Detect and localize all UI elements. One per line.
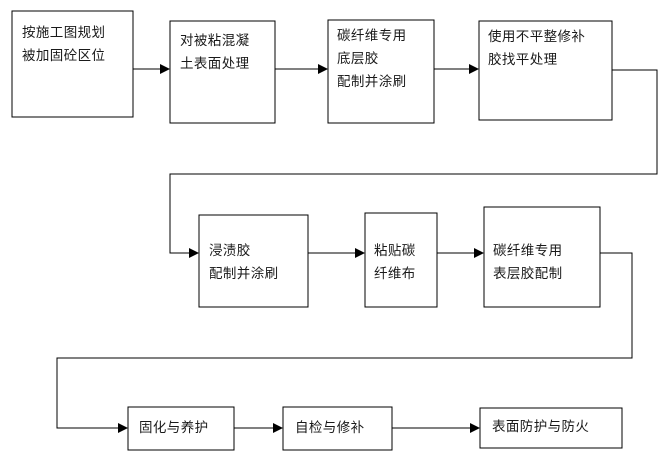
- arrowhead-n9-to-n10: [470, 423, 480, 433]
- process-box-n2[interactable]: [169, 20, 276, 124]
- process-box-n6[interactable]: [364, 212, 438, 308]
- connector-n7-to-n8: [56, 252, 633, 429]
- arrowhead-n5-to-n6: [355, 248, 365, 258]
- process-box-n7[interactable]: [483, 206, 601, 308]
- process-box-n10[interactable]: [479, 407, 623, 449]
- arrowhead-n8-to-n9: [273, 423, 283, 433]
- process-box-n5[interactable]: [198, 214, 309, 308]
- arrowhead-n1-to-n2: [160, 64, 170, 74]
- arrowhead-n7-to-n8: [118, 423, 128, 433]
- process-box-n9[interactable]: [282, 406, 393, 451]
- connector-layer: [56, 64, 658, 433]
- node-layer: [11, 10, 623, 451]
- process-box-n4[interactable]: [478, 20, 613, 121]
- arrowhead-n3-to-n4: [469, 64, 479, 74]
- process-box-n8[interactable]: [127, 406, 235, 451]
- process-box-n3[interactable]: [327, 19, 435, 124]
- connector-n4-to-n5: [169, 69, 658, 254]
- process-box-n1[interactable]: [11, 10, 134, 118]
- arrowhead-n4-to-n5: [189, 248, 199, 258]
- arrowhead-n2-to-n3: [318, 64, 328, 74]
- arrowhead-n6-to-n7: [474, 248, 484, 258]
